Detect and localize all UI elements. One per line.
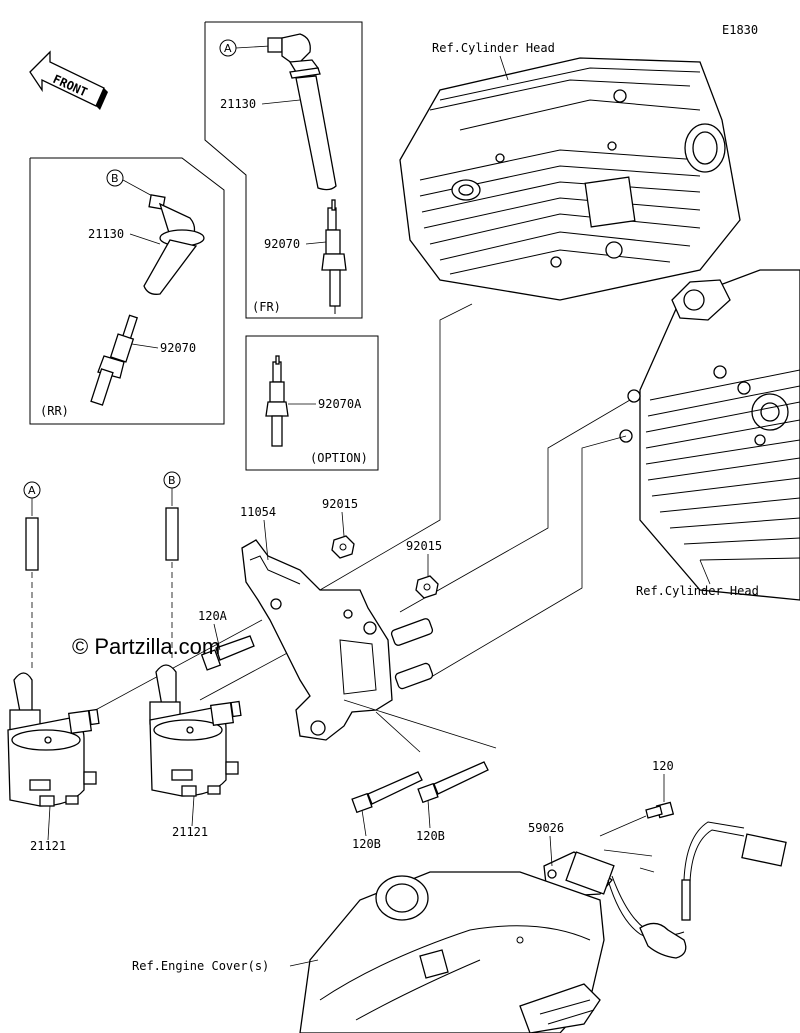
option-plug-group: 92070A (OPTION) [245, 335, 379, 471]
label-21121-left: 21121 [30, 839, 66, 853]
ref-cylinder-head-top: Ref.Cylinder Head [432, 41, 555, 55]
label-92070-front: 92070 [264, 237, 300, 251]
label-fr: (FR) [252, 300, 281, 314]
label-92015-top: 92015 [322, 497, 358, 511]
cylinder-right [619, 269, 800, 601]
label-59026: 59026 [528, 821, 564, 835]
spark-plug-option [265, 355, 289, 447]
leader-bolt-cylinder [425, 435, 627, 681]
label-92070a: 92070A [318, 397, 362, 411]
svg-text:A: A [224, 42, 232, 55]
label-21130-front: 21130 [220, 97, 256, 111]
label-rr: (RR) [40, 404, 69, 418]
option-box [245, 335, 379, 471]
ignition-coil-right [149, 664, 242, 797]
label-92070-rear: 92070 [160, 341, 196, 355]
label-120b-right: 120B [416, 829, 445, 843]
rear-cylinder-group: B 21130 92070 (RR) [29, 157, 225, 425]
leader-bracket-head [319, 303, 473, 591]
sensor-59026 [543, 821, 787, 959]
plug-wire-a: A [23, 481, 41, 670]
svg-text:B: B [111, 172, 119, 185]
label-120b-left: 120B [352, 837, 381, 851]
engine-cover [299, 871, 605, 1033]
spark-plug-front [321, 199, 347, 314]
leader-nut-cylinder [399, 399, 631, 613]
plug-wire-b: B [163, 471, 181, 660]
label-120: 120 [652, 759, 674, 773]
bolt-120 [645, 801, 675, 819]
nut-92015-right [415, 575, 439, 599]
ref-cylinder-head-right: Ref.Cylinder Head [636, 584, 759, 598]
label-11054: 11054 [240, 505, 276, 519]
front-box [204, 21, 363, 319]
svg-text:B: B [168, 474, 176, 487]
bolt-120b-left [351, 771, 423, 814]
label-21121-right: 21121 [172, 825, 208, 839]
partzilla-watermark: © Partzilla.com [72, 634, 220, 659]
bolt-120b-right [417, 761, 489, 804]
front-arrow-icon: FRONT [29, 50, 108, 110]
bolt-120a [200, 635, 255, 671]
nut-92015-top [331, 535, 355, 559]
spark-plug-cap-rear [143, 194, 205, 295]
ref-engine-cover: Ref.Engine Cover(s) [132, 959, 269, 973]
diagram-id: E1830 [722, 23, 758, 37]
ignition-coil-left [7, 672, 100, 807]
cylinder-head-top [399, 57, 741, 301]
label-21130-rear: 21130 [88, 227, 124, 241]
rear-box [29, 157, 225, 425]
spark-plug-cap-front [267, 33, 337, 191]
svg-text:A: A [28, 484, 36, 497]
spark-plug-rear [90, 314, 139, 406]
coil-bracket [241, 539, 434, 741]
label-120a: 120A [198, 609, 228, 623]
label-option: (OPTION) [310, 451, 368, 465]
label-92015-right: 92015 [406, 539, 442, 553]
front-cylinder-group: A 21130 92070 (FR) [204, 21, 363, 319]
callout-b-rr [106, 169, 124, 187]
